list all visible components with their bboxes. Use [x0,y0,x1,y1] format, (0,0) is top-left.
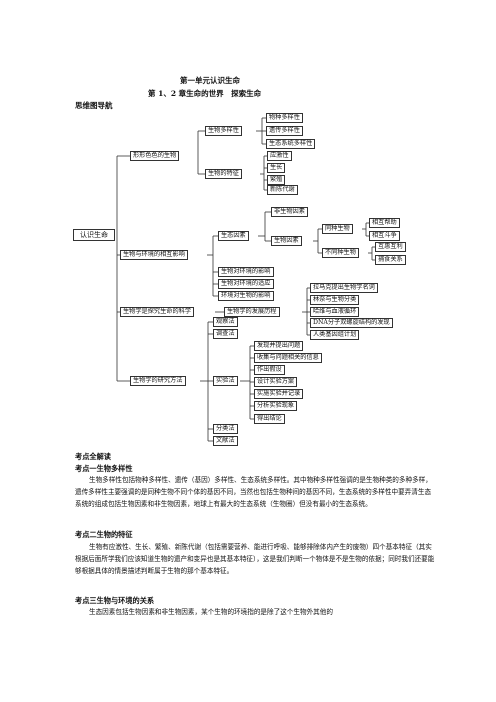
node-harvey: 哈维与血液循环 [310,307,360,317]
node-organism-environment: 生物与环境的相互影响 [120,250,188,260]
chapter-title: 第 1、2 章生命的世界 探索生命 [148,89,262,98]
node-collect-info: 收集与问题相关的信息 [254,353,322,363]
node-analyze: 分析实验现象 [254,401,298,411]
node-hypothesis: 作出假设 [254,365,285,375]
node-conclusion: 得出结论 [254,414,285,424]
mindmap-label: 思维图导航 [75,101,113,110]
point3-text: 生态因素包括生物因素和非生物因素，某个生物的环境指的是除了这个生物外其他的 [89,608,333,616]
node-diverse-organisms: 形形色色的生物 [130,151,180,161]
unit-title: 第一单元认识生命 [180,76,240,85]
node-species-diversity: 物种多样性 [266,113,303,123]
node-predation: 捕食关系 [375,255,406,265]
node-env-affects-organism: 环境对生物的影响 [218,291,274,301]
node-research-methods: 生物学的研究方法 [130,376,186,386]
node-literature: 文献法 [213,436,238,446]
mindmap-connectors [116,117,375,442]
point2-text: 生物有应激性、生长、繁殖、新陈代谢（包括需要营养、能进行呼吸、能够排除体内产生的… [75,543,435,575]
node-biodiversity: 生物多样性 [205,126,242,136]
point1-text: 生物多样性包括物种多样性、遗传（基因）多样性、生态系统多样性。其中物种多样性强调… [75,476,432,508]
node-same-species: 同种生物 [322,224,353,234]
node-ecological-factors: 生态因素 [218,231,249,241]
node-ecosystem-diversity: 生态系统多样性 [266,139,316,149]
node-genetic-diversity: 遗传多样性 [266,126,303,136]
node-raise-question: 发现并提出问题 [254,341,304,351]
node-human-genome: 人类基因组计划 [310,330,360,340]
node-mutual-struggle: 相互斗争 [369,231,400,241]
node-life-features: 生物的特征 [205,169,242,179]
node-organism-affects-env: 生物对环境的影响 [218,267,274,277]
node-dna-discovery: DNA分子双螺旋结构的发现 [310,318,393,328]
node-observation: 观察法 [213,317,238,327]
section-heading: 考点全解读 [75,452,111,461]
node-carry-out: 实施实验并记录 [254,389,304,399]
node-lamarck: 拉马克提出生物学名词 [310,283,378,293]
node-linnaeus: 林奈与生物分类 [310,295,360,305]
point1-title: 考点一生物多样性 [75,464,133,473]
node-experiment: 实验法 [213,376,238,386]
node-classification: 分类法 [213,424,238,434]
node-biology-history: 生物学的发展历程 [224,307,280,317]
node-mutualism: 互惠互利 [375,242,406,252]
node-biotic-factors: 生物因素 [271,236,302,246]
node-survey: 调查法 [213,329,238,339]
node-biology-science: 生物学是探究生命的科学 [120,307,195,317]
node-nonbiotic-factors: 非生物因素 [271,207,308,217]
node-irritability: 应激性 [267,151,292,161]
node-metabolism: 新陈代谢 [267,185,298,195]
node-organism-adapts-env: 生物对环境的适应 [218,279,274,289]
node-design-plan: 设计实验方案 [254,377,298,387]
point3-title: 考点三生物与环境的关系 [75,596,155,605]
node-mutual-help: 相互帮助 [369,218,400,228]
node-different-species: 不同种生物 [322,248,359,258]
point2-title: 考点二生物的特征 [75,530,133,539]
mindmap-root: 认识生命 [73,229,115,241]
node-growth: 生长 [267,163,286,173]
node-reproduction: 繁殖 [267,175,286,185]
